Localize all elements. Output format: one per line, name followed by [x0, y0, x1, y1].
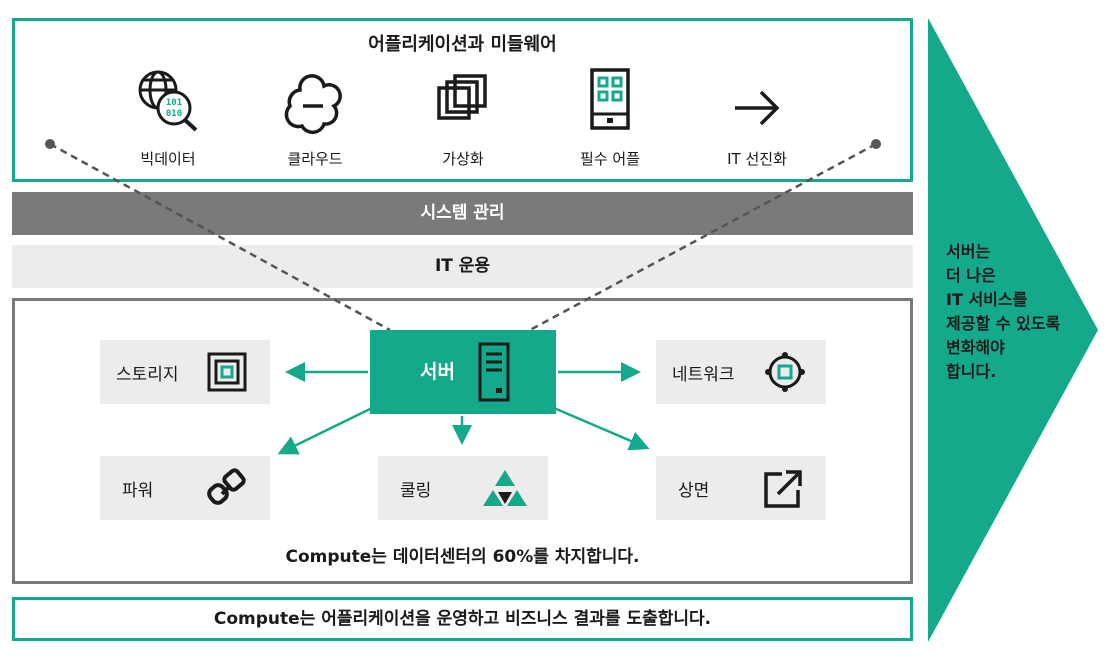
globe-binary-magnifier-icon: 101 010: [138, 70, 198, 132]
component-cooling: 쿨링: [378, 456, 548, 520]
arrow-line: IT 서비스를: [946, 290, 1028, 309]
server-box: 서버: [370, 330, 556, 414]
server-label: 서버: [420, 361, 455, 383]
network-target-icon: [765, 352, 805, 392]
app-label: IT 선진화: [727, 150, 787, 168]
app-item-bigdata: 101 010 빅데이터: [108, 68, 228, 174]
app-label: 가상화: [442, 150, 484, 168]
arrow-line: 더 나은: [946, 266, 996, 285]
it-operations-bar: IT 운용: [12, 245, 913, 288]
bottom-note: Compute는 어플리케이션을 운영하고 비즈니스 결과를 도출합니다.: [12, 597, 913, 641]
app-label: 클라우드: [287, 150, 343, 168]
mobile-app-icon: [590, 68, 630, 130]
cooling-triangles-icon: [483, 470, 527, 506]
arrow-message: 서버는 더 나은 IT 서비스를 제공할 수 있도록 변화해야 합니다.: [946, 240, 1106, 384]
app-item-it-modernization: IT 선진화: [697, 68, 817, 174]
component-label: 상면: [678, 480, 710, 501]
component-label: 스토리지: [116, 364, 179, 385]
component-storage: 스토리지: [100, 340, 270, 404]
compute-note: Compute는 데이터센터의 60%를 차지합니다.: [285, 547, 640, 567]
arrow-line: 변화해야: [946, 338, 1005, 357]
arrow-line: 합니다.: [946, 362, 997, 381]
app-item-essential-apps: 필수 어플: [550, 68, 670, 174]
cloud-icon: [284, 74, 342, 135]
app-item-virtualization: 가상화: [403, 68, 523, 174]
component-network: 네트워크: [656, 340, 826, 404]
external-box-arrow-icon: [764, 470, 802, 508]
app-label: 빅데이터: [140, 150, 196, 168]
component-label: 쿨링: [400, 480, 432, 501]
arrow-right-icon: [735, 90, 780, 126]
apps-title: 어플리케이션과 미들웨어: [368, 34, 557, 55]
server-tower-icon: [478, 342, 510, 402]
power-plug-icon: [207, 468, 246, 505]
component-power: 파워: [100, 456, 270, 520]
storage-square-icon: [207, 352, 247, 392]
arrow-line: 제공할 수 있도록: [946, 314, 1061, 333]
app-item-cloud: 클라우드: [255, 68, 375, 174]
component-label: 네트워크: [672, 364, 735, 385]
component-label: 파워: [122, 480, 154, 501]
overlapping-squares-icon: [437, 74, 487, 120]
app-label: 필수 어플: [580, 150, 640, 168]
arrow-line: 서버는: [946, 242, 991, 261]
system-management-bar: 시스템 관리: [12, 192, 913, 235]
component-floorspace: 상면: [656, 456, 826, 520]
binary-top: 101: [166, 98, 182, 108]
binary-bottom: 010: [166, 109, 182, 119]
